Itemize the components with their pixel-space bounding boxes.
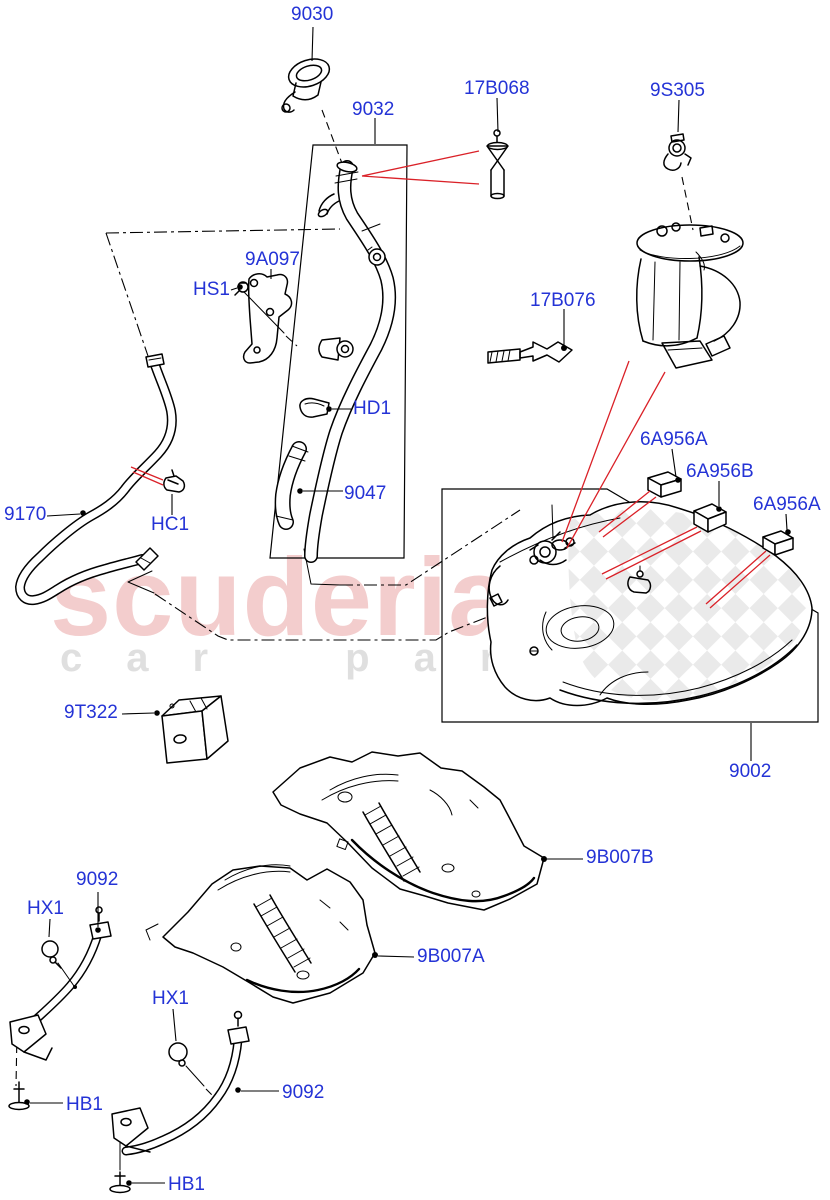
part-label-9B007A[interactable]: 9B007A [417,946,485,967]
part-label-HC1[interactable]: HC1 [151,514,190,535]
part-drawing-clip-HD1 [299,397,330,418]
part-drawing-strap-9092-left [9,906,112,1061]
part-drawing-bolt-HX1-right [168,1042,215,1098]
part-drawing-pad-6A956A-1 [647,471,682,498]
part-drawing-heat-shield-9B007B [272,751,545,911]
part-label-6A956B[interactable]: 6A956B [686,461,754,482]
part-drawing-strap-9092-right [111,1010,250,1156]
part-drawing-fuel-tank-9002 [486,501,813,707]
part-label-17B068[interactable]: 17B068 [464,78,530,99]
part-drawing-bolt-HB1-left [8,1081,30,1111]
part-drawing-filler-pipe-9032 [304,160,397,563]
watermark-brand: scuderia [50,536,511,659]
part-label-6A956A-1[interactable]: 6A956A [640,429,708,450]
part-drawing-hose-9047 [274,441,309,530]
part-label-HX1-1[interactable]: HX1 [27,898,64,919]
part-label-9032[interactable]: 9032 [352,99,395,120]
part-label-9B007B[interactable]: 9B007B [586,847,654,868]
part-drawing-bracket-17B076 [487,341,573,364]
part-drawing-funnel-17B068 [486,129,509,200]
part-label-9002[interactable]: 9002 [729,761,772,782]
part-drawing-bracket-9A097 [234,273,293,364]
part-drawing-pad-6A956A-2 [762,530,794,556]
part-drawing-fuel-pump-module [636,222,744,369]
part-drawing-filler-cap-9030 [281,58,331,113]
part-label-9A097[interactable]: 9A097 [245,249,300,270]
part-label-9030[interactable]: 9030 [291,4,334,25]
part-label-9170[interactable]: 9170 [4,504,47,525]
part-label-6A956A-2[interactable]: 6A956A [753,494,821,515]
part-label-HS1[interactable]: HS1 [193,279,230,300]
part-label-HB1-2[interactable]: HB1 [168,1174,205,1195]
part-label-9092-1[interactable]: 9092 [76,869,119,890]
part-drawing-sensor-9S305 [663,133,692,171]
part-drawing-fuel-line-9170 [15,353,177,606]
part-drawing-bolt-HB1-right [109,1171,131,1194]
part-drawing-heat-shield-9B007A [145,864,376,1004]
fuel-tank-detail-box [441,488,819,723]
part-label-HD1[interactable]: HD1 [353,398,392,419]
part-label-HB1-1[interactable]: HB1 [66,1094,103,1115]
part-drawing-bolt-HX1-left [41,940,77,989]
part-label-9S305[interactable]: 9S305 [650,80,705,101]
part-label-9092-2[interactable]: 9092 [282,1082,325,1103]
leader-lines [24,26,791,1186]
part-label-9047[interactable]: 9047 [344,483,387,504]
part-label-17B076[interactable]: 17B076 [530,290,596,311]
part-label-9T322[interactable]: 9T322 [64,702,118,723]
filler-pipe-detail-box [269,144,408,559]
part-drawing-clip-HC1 [163,469,186,493]
red-pointer-lines [130,150,771,609]
part-label-HX1-2[interactable]: HX1 [152,988,189,1009]
part-drawing-bracket-9T322 [161,695,229,764]
